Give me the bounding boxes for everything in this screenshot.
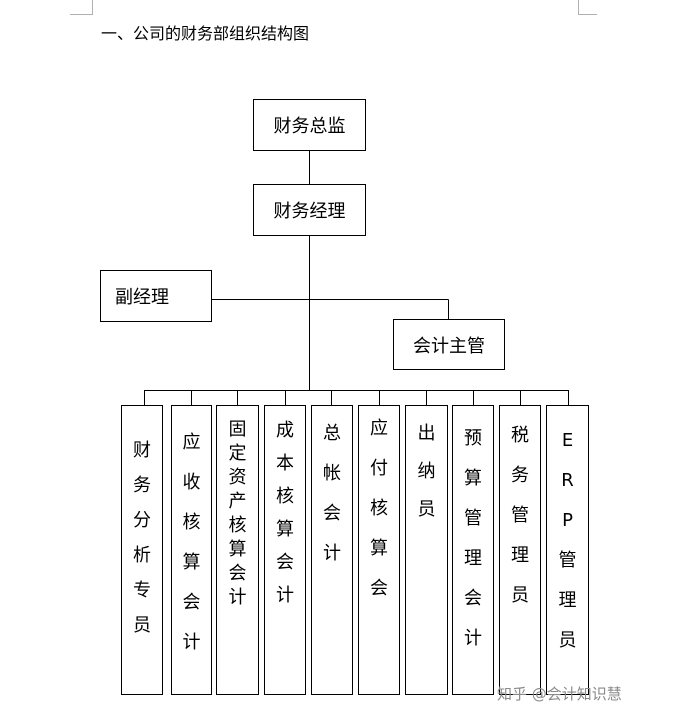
staff-label: 税务管理员 (511, 425, 529, 606)
staff-label: 成本核算会计 (276, 420, 294, 606)
node-finance-director: 财务总监 (253, 99, 366, 151)
node-accounting-supervisor: 会计主管 (393, 319, 505, 370)
node-label: 财务总监 (273, 116, 346, 137)
staff-box-tax-administrator: 税务管理员 (499, 405, 541, 695)
staff-label: 出纳员 (417, 423, 436, 520)
node-label: 副经理 (115, 287, 169, 308)
node-label: 会计主管 (413, 335, 485, 357)
page-corner-mark-right (578, 0, 597, 15)
staff-label: 应付核算会 (370, 418, 388, 599)
staff-label: 预算管理会计 (464, 428, 482, 649)
page-title: 一、公司的财务部组织结构图 (101, 24, 310, 43)
node-deputy-manager: 副经理 (100, 270, 212, 322)
staff-box-payables-accountant: 应付核算会 (358, 405, 400, 695)
staff-box-financial-analyst: 财务分析专员 (121, 405, 163, 695)
staff-box-general-ledger-accountant: 总帐会计 (311, 405, 353, 695)
staff-box-cashier: 出纳员 (405, 405, 448, 695)
node-finance-manager: 财务经理 (253, 184, 366, 236)
staff-label: 财务分析专员 (133, 440, 151, 636)
staff-box-budget-accountant: 预算管理会计 (452, 405, 494, 695)
staff-label: 总帐会计 (323, 423, 341, 564)
node-label: 财务经理 (273, 201, 346, 222)
staff-label: ERP管理员 (558, 430, 577, 651)
staff-box-fixed-asset-accountant: 固定资产核算会计 (216, 405, 259, 695)
staff-label: 固定资产核算会计 (228, 419, 247, 608)
page-corner-mark-left (70, 0, 93, 15)
staff-box-erp-administrator: ERP管理员 (546, 405, 589, 695)
staff-box-receivables-accountant: 应收核算会计 (171, 405, 212, 695)
staff-box-cost-accountant: 成本核算会计 (264, 405, 306, 695)
staff-label: 应收核算会计 (182, 432, 201, 653)
watermark: 知乎 @会计知识慧 (497, 685, 622, 703)
